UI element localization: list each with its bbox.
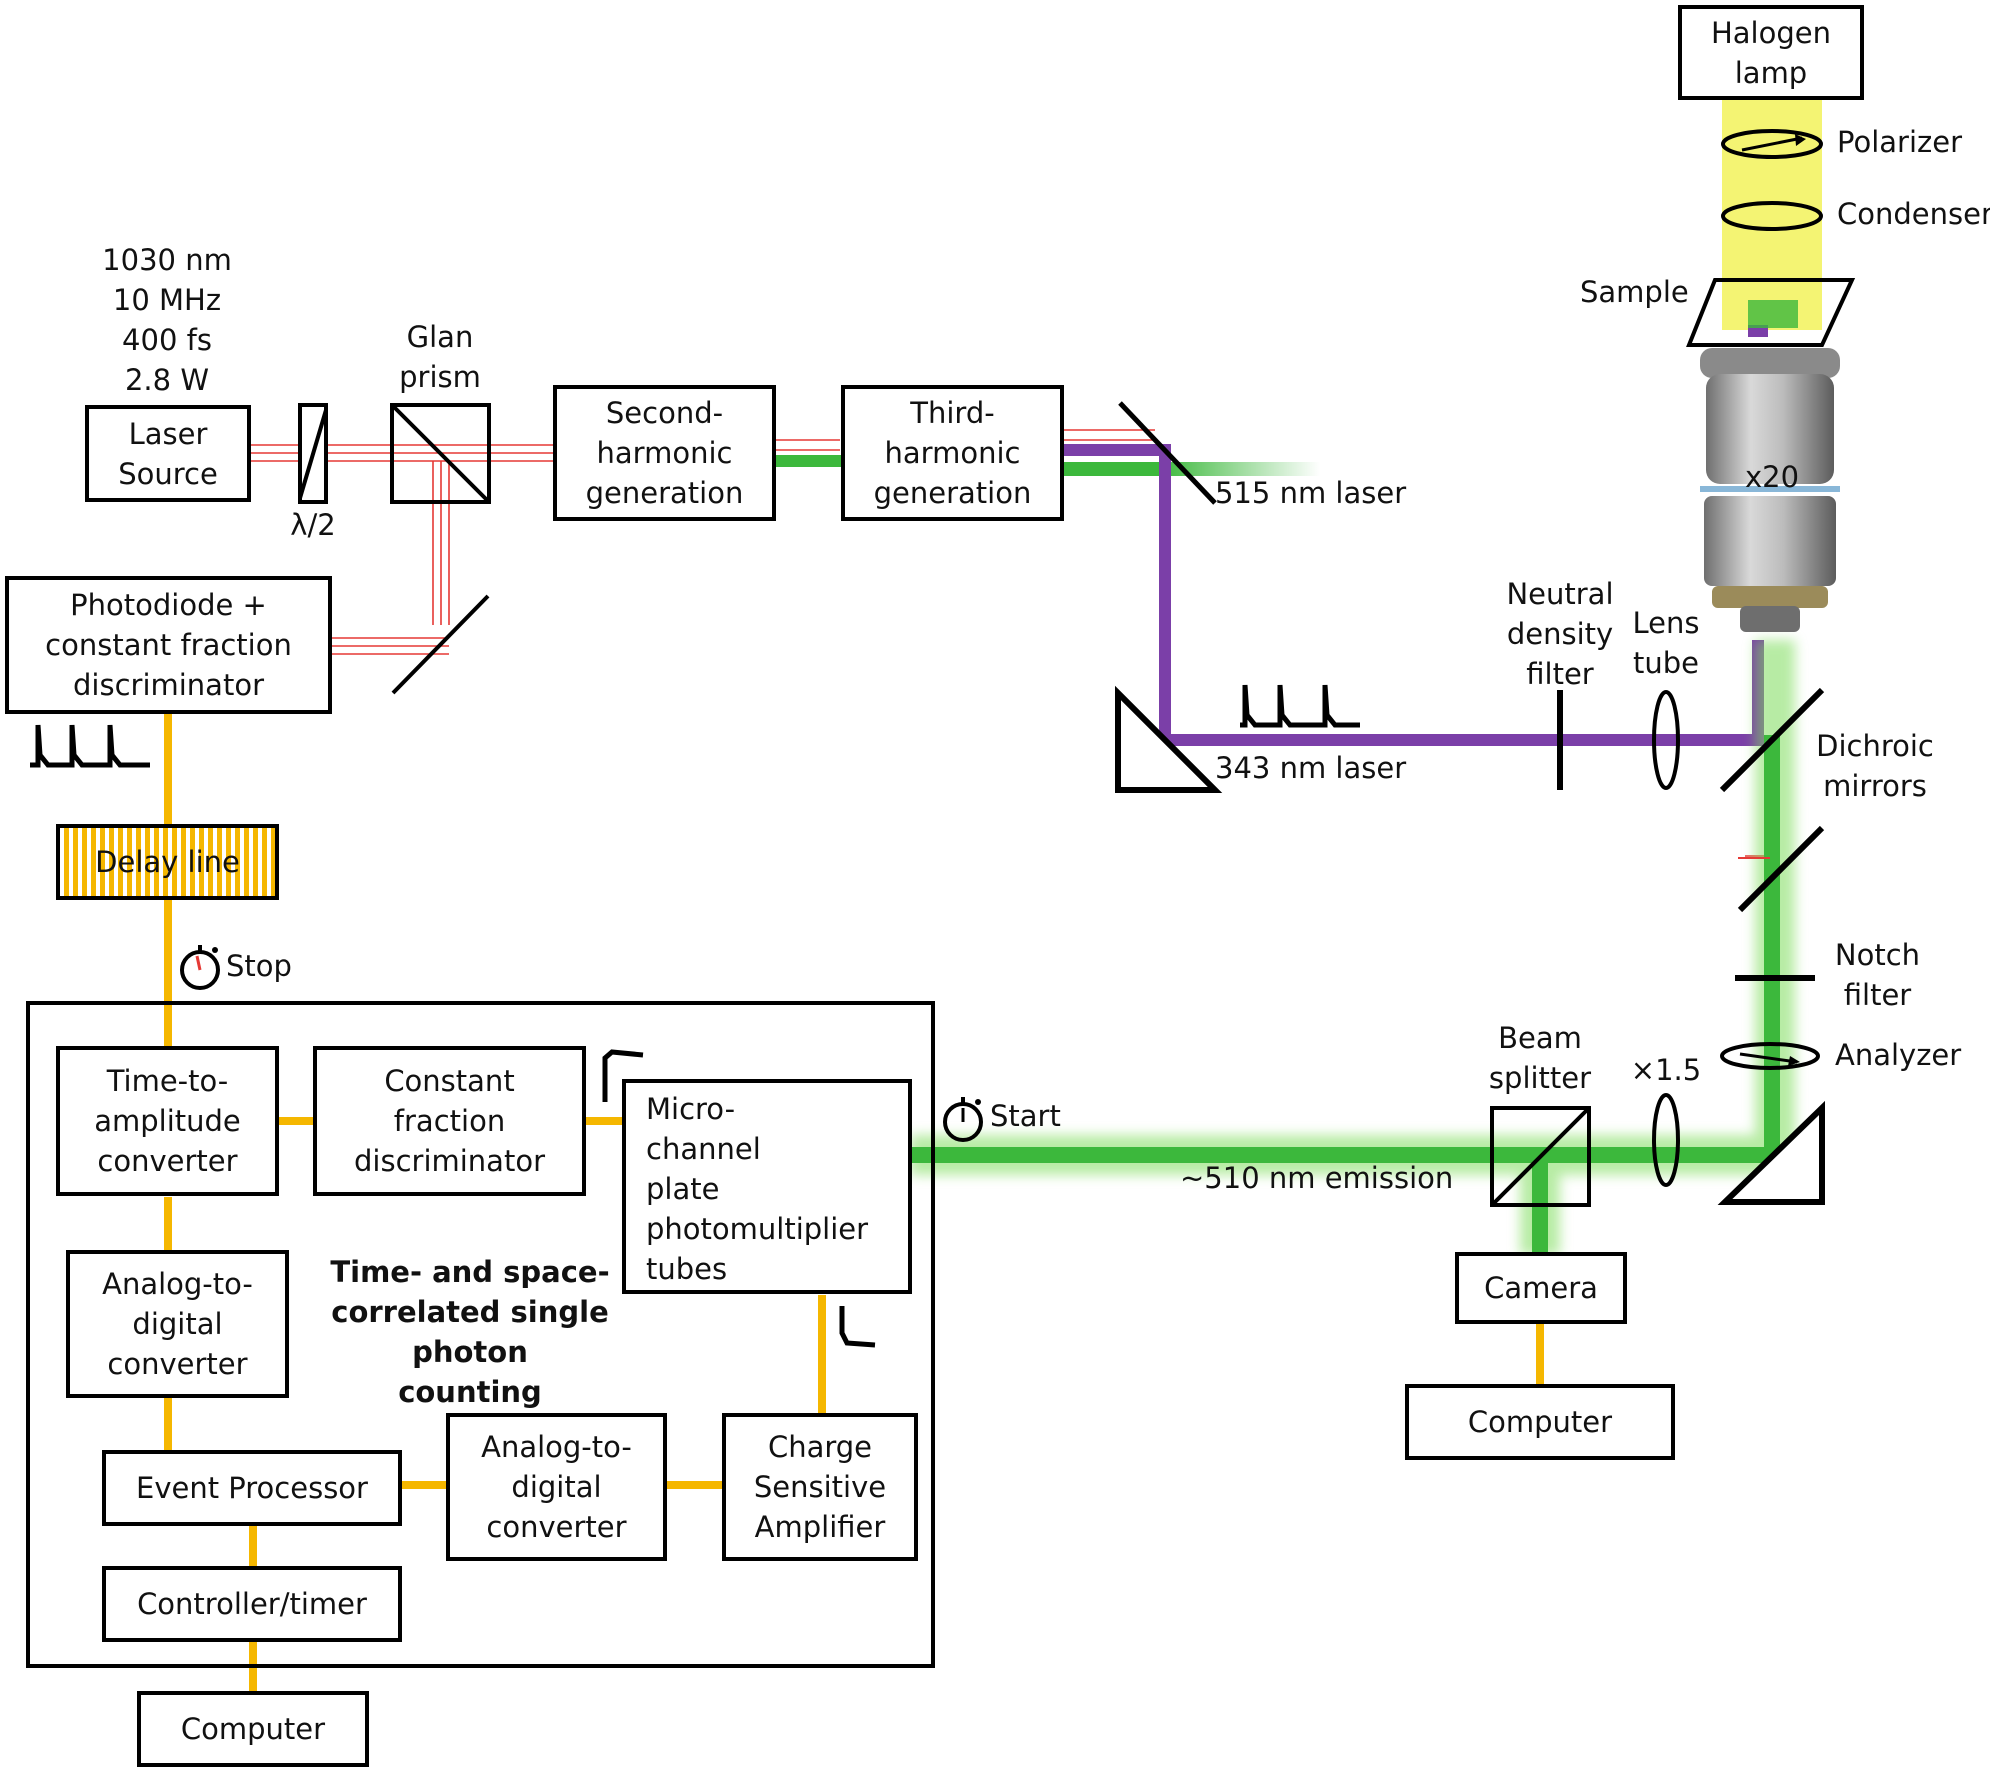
dichroic-mirror-2 xyxy=(1737,825,1825,913)
start-stopwatch-icon xyxy=(943,1097,983,1142)
mcp-quadrant-q2: q₂ xyxy=(820,1122,831,1133)
mcp-box: Micro- channel plate photomultiplier tub… xyxy=(622,1079,912,1294)
laser-515-label: 515 nm laser xyxy=(1215,476,1407,510)
turning-prism-emission xyxy=(1717,1100,1825,1205)
condenser-element xyxy=(1721,201,1823,231)
pulse-train-343 xyxy=(1240,684,1360,728)
beam-splitter-element xyxy=(1490,1106,1591,1207)
tcspc-title: Time- and space- correlated single photo… xyxy=(330,1255,610,1409)
analyzer-element xyxy=(1720,1042,1820,1070)
shg-box: Second- harmonic generation xyxy=(553,385,776,521)
polarizer-label: Polarizer xyxy=(1837,125,1962,159)
pulse-train-photodiode xyxy=(30,724,150,768)
controller-box: Controller/timer xyxy=(102,1566,402,1642)
mcp-pulse-icon xyxy=(839,1306,876,1348)
laser-343-label: 343 nm laser xyxy=(1215,751,1407,785)
pickoff-mirror xyxy=(391,594,490,695)
green-515-beam xyxy=(776,455,1320,476)
notch-filter-label: Notch filter xyxy=(1834,938,1921,1012)
sample-slide xyxy=(1686,278,1856,347)
sample-tint xyxy=(1748,300,1798,328)
stop-stopwatch-icon xyxy=(180,945,220,990)
microscope-computer-box: Computer xyxy=(1405,1384,1675,1460)
dichroic-mirror-1 xyxy=(1719,687,1825,793)
half-wave-plate xyxy=(298,403,328,504)
glan-prism-label: Glan prism xyxy=(399,320,481,394)
halogen-lamp-box: Halogen lamp xyxy=(1678,5,1864,100)
adc2-box: Analog-to- digital converter xyxy=(446,1413,667,1561)
lens-tube-element xyxy=(1652,690,1680,790)
tcspc-computer-box: Computer xyxy=(137,1691,369,1767)
tac-box: Time-to- amplitude converter xyxy=(56,1046,279,1196)
thg-box: Third- harmonic generation xyxy=(841,385,1064,521)
half-wave-label: λ/2 xyxy=(290,508,336,542)
mcp-quadrant-q3: q₃ xyxy=(822,1170,833,1181)
photodiode-box: Photodiode + constant fraction discrimin… xyxy=(5,576,332,714)
tcspc-enclosure xyxy=(26,1001,935,1668)
cfd-box: Constant fraction discriminator xyxy=(313,1046,586,1196)
mirror-515 xyxy=(1118,401,1217,505)
magnification-label: ×1.5 xyxy=(1630,1053,1702,1087)
cfd-pulse-icon xyxy=(602,1049,644,1102)
sample-label: Sample xyxy=(1580,275,1689,309)
mcp-quadrant-q4: q₄ xyxy=(868,1174,879,1185)
start-label: Start xyxy=(990,1099,1061,1133)
csa-box: Charge Sensitive Amplifier xyxy=(722,1413,918,1561)
beam-splitter-label: Beam splitter xyxy=(1488,1021,1592,1095)
signal-lines xyxy=(164,714,1544,1691)
magnifier-lens xyxy=(1652,1093,1680,1187)
dichroic-label: Dichroic mirrors xyxy=(1816,729,1934,803)
emission-label: ~510 nm emission xyxy=(1180,1161,1454,1195)
halogen-beam xyxy=(1722,100,1822,330)
turning-prism-343 xyxy=(1115,685,1223,793)
nd-filter-label: Neutral density filter xyxy=(1506,577,1614,691)
lens-tube-label: Lens tube xyxy=(1632,606,1700,680)
analyzer-label: Analyzer xyxy=(1835,1038,1962,1072)
camera-box: Camera xyxy=(1455,1252,1627,1324)
adc1-box: Analog-to- digital converter xyxy=(66,1250,289,1398)
objective-lens xyxy=(1700,348,1840,632)
event-processor-box: Event Processor xyxy=(102,1450,402,1526)
mcp-label: Micro- channel plate photomultiplier tub… xyxy=(646,1092,869,1286)
polarizer-element xyxy=(1721,129,1823,159)
condenser-label: Condenser xyxy=(1837,197,1990,231)
laser-source-box: Laser Source xyxy=(85,405,251,502)
glan-prism xyxy=(390,403,491,504)
objective-magnification: x20 xyxy=(1745,460,1800,494)
laser-specs: 1030 nm 10 MHz 400 fs 2.8 W xyxy=(102,243,232,397)
mcp-quadrant-q1: q₁ xyxy=(872,1126,883,1137)
delay-line-box: Delay line xyxy=(56,824,279,900)
stop-label: Stop xyxy=(226,949,292,983)
